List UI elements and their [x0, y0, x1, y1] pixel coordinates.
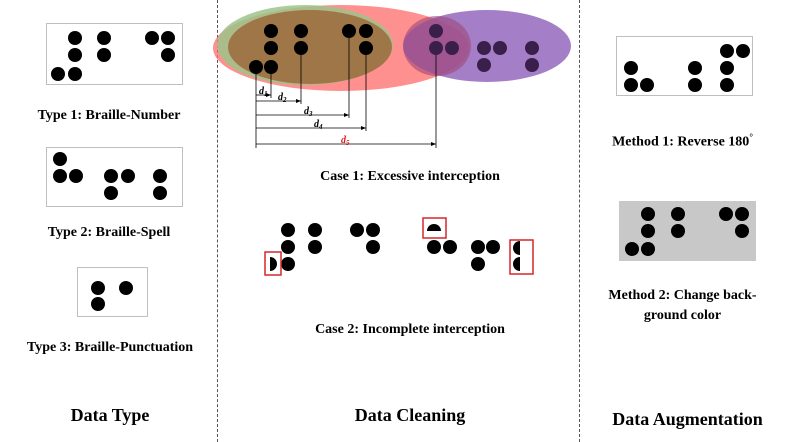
braille-dot	[68, 48, 82, 62]
braille-dot	[97, 31, 111, 45]
braille-dot	[735, 207, 749, 221]
braille-dot	[342, 24, 356, 38]
braille-dot	[477, 41, 491, 55]
braille-dot	[91, 281, 105, 295]
braille-dot	[736, 44, 750, 58]
svg-text:d1: d1	[259, 86, 268, 98]
svg-text:d3: d3	[304, 106, 313, 118]
braille-dot	[264, 60, 278, 74]
braille-dot	[477, 58, 491, 72]
data-cleaning-title: Data Cleaning	[354, 405, 466, 425]
braille-dot	[264, 41, 278, 55]
type1-label: Type 1: Braille-Number	[37, 108, 181, 123]
half-dot	[513, 257, 520, 271]
half-dot	[513, 241, 520, 255]
svg-text:d4: d4	[314, 119, 323, 131]
braille-dot	[525, 41, 539, 55]
type3-label: Type 3: Braille-Punctuation	[26, 340, 194, 355]
braille-dot	[366, 223, 380, 237]
braille-dot	[104, 169, 118, 183]
incomplete-box	[422, 217, 447, 239]
braille-dot	[294, 41, 308, 55]
type2-label: Type 2: Braille-Spell	[47, 225, 171, 240]
braille-dot	[68, 31, 82, 45]
divider-right	[579, 0, 580, 442]
braille-dot	[53, 169, 67, 183]
braille-dot	[445, 41, 459, 55]
svg-text:d2: d2	[278, 92, 287, 104]
braille-dot	[366, 240, 380, 254]
braille-dot	[429, 24, 443, 38]
braille-dot	[281, 257, 295, 271]
braille-dot	[719, 207, 733, 221]
braille-dot	[264, 24, 278, 38]
reverse-180-card	[616, 36, 753, 96]
braille-dot	[294, 24, 308, 38]
data-type-title: Data Type	[70, 405, 150, 425]
braille-dot	[720, 44, 734, 58]
braille-dot	[161, 31, 175, 45]
braille-dot	[145, 31, 159, 45]
braille-dot	[688, 61, 702, 75]
braille-dot	[624, 61, 638, 75]
braille-dot	[97, 48, 111, 62]
braille-dot	[69, 169, 83, 183]
braille-dot	[720, 61, 734, 75]
braille-dot	[121, 169, 135, 183]
braille-dot	[281, 240, 295, 254]
braille-dot	[281, 223, 295, 237]
braille-dot	[308, 223, 322, 237]
svg-text:d5: d5	[341, 135, 350, 147]
braille-dot	[493, 41, 507, 55]
braille-dot	[641, 242, 655, 256]
braille-dot	[359, 24, 373, 38]
braille-number-card	[46, 23, 183, 85]
braille-dot	[51, 67, 65, 81]
braille-dot	[486, 240, 500, 254]
braille-dot	[671, 207, 685, 221]
braille-dot	[671, 224, 685, 238]
braille-dot	[688, 78, 702, 92]
braille-dot	[119, 281, 133, 295]
braille-dot	[350, 223, 364, 237]
braille-dot	[427, 240, 441, 254]
braille-dot	[104, 186, 118, 200]
half-dot	[427, 224, 441, 231]
braille-dot	[641, 224, 655, 238]
braille-dot	[641, 207, 655, 221]
half-dot	[270, 257, 277, 271]
case1-label: Case 1: Excessive interception	[320, 169, 500, 184]
case2-label: Case 2: Incomplete interception	[315, 322, 505, 337]
braille-spell-card	[46, 147, 183, 207]
braille-dot	[640, 78, 654, 92]
incomplete-box	[509, 239, 534, 275]
braille-dot	[525, 58, 539, 72]
change-background-card	[619, 201, 756, 261]
braille-dot	[471, 257, 485, 271]
braille-dot	[153, 186, 167, 200]
braille-dot	[625, 242, 639, 256]
braille-dot	[359, 41, 373, 55]
method1-label: Method 1: Reverse 180°	[612, 132, 753, 150]
incomplete-box	[264, 251, 282, 276]
braille-dot	[429, 41, 443, 55]
braille-dot	[720, 78, 734, 92]
braille-dot	[249, 60, 263, 74]
braille-dot	[68, 67, 82, 81]
braille-dot	[308, 240, 322, 254]
method2-label: Method 2: Change back- ground color	[608, 288, 757, 323]
braille-dot	[53, 152, 67, 166]
braille-dot	[624, 78, 638, 92]
braille-punctuation-card	[77, 267, 148, 317]
braille-dot	[735, 224, 749, 238]
braille-dot	[471, 240, 485, 254]
braille-dot	[161, 48, 175, 62]
data-augmentation-title: Data Augmentation	[612, 409, 763, 429]
braille-dot	[443, 240, 457, 254]
divider-left	[217, 0, 218, 442]
braille-dot	[153, 169, 167, 183]
braille-dot	[91, 297, 105, 311]
